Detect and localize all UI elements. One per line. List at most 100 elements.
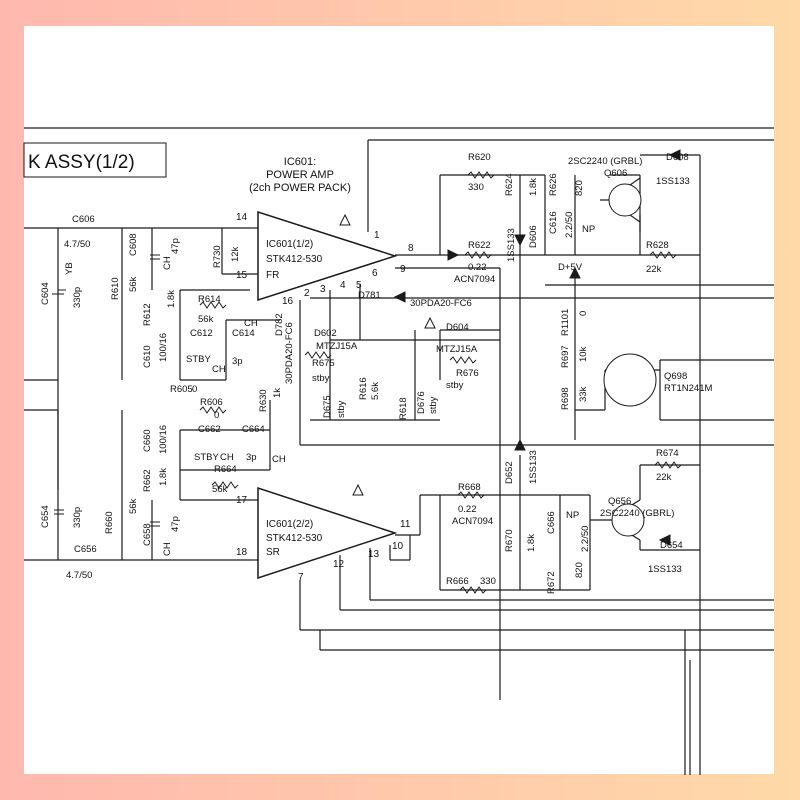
component-label: 1.8k bbox=[526, 534, 537, 552]
component-label: 100/16 bbox=[158, 333, 169, 362]
component-label: R624 bbox=[504, 173, 515, 196]
ic-pin-number: 10 bbox=[392, 541, 404, 552]
component-label: 2SC2240 (GBRL) bbox=[600, 508, 674, 519]
component-label: R610 bbox=[110, 277, 121, 300]
component-label: stby bbox=[428, 396, 439, 414]
component-label: R666 bbox=[446, 576, 469, 587]
component-label: CH bbox=[212, 364, 226, 375]
component-label: 3p bbox=[246, 452, 257, 463]
resistor-r674 bbox=[654, 461, 682, 469]
component-label: C660 bbox=[142, 429, 153, 452]
ic-pin-number: 3 bbox=[320, 284, 326, 295]
ic-header: IC601: POWER AMP (2ch POWER PACK) bbox=[249, 156, 351, 194]
component-label: 0 bbox=[192, 384, 197, 395]
component-label: D782 bbox=[274, 313, 285, 336]
ic-pin-number: 11 bbox=[400, 519, 411, 530]
ic-pin-number: 5 bbox=[356, 280, 362, 291]
resistor-r676 bbox=[449, 356, 477, 364]
component-symbols bbox=[52, 149, 682, 594]
component-label: 4.7/50 bbox=[66, 570, 92, 581]
component-label: 1SS133 bbox=[506, 228, 517, 262]
component-label: R664 bbox=[214, 464, 237, 475]
component-label: R730 bbox=[212, 245, 223, 268]
component-label: R628 bbox=[646, 240, 669, 251]
ic-pin-number: 16 bbox=[282, 296, 294, 307]
component-label: C614 bbox=[232, 328, 255, 339]
component-label: 47p bbox=[170, 516, 181, 532]
ic-header-line-1: IC601: bbox=[284, 156, 316, 168]
component-label: 22k bbox=[656, 472, 672, 483]
component-label: 5.6k bbox=[370, 382, 381, 400]
component-label: C666 bbox=[546, 511, 557, 534]
ic-pin-number: 7 bbox=[298, 572, 304, 583]
component-label: 1SS133 bbox=[528, 450, 539, 484]
resistor-r614 bbox=[199, 301, 227, 309]
component-label: 22k bbox=[646, 264, 662, 275]
component-label: C616 bbox=[548, 211, 559, 234]
ic-header-line-3: (2ch POWER PACK) bbox=[249, 182, 351, 194]
component-label: NP bbox=[566, 510, 579, 521]
component-label: 56k bbox=[128, 276, 139, 292]
component-label: 1SS133 bbox=[656, 176, 690, 187]
ic-pin-number: 15 bbox=[236, 270, 248, 281]
component-label: 820 bbox=[574, 180, 585, 196]
component-label: ACN7094 bbox=[454, 274, 495, 285]
component-label: R622 bbox=[468, 240, 491, 251]
component-label: R698 bbox=[560, 387, 571, 410]
component-label: 47p bbox=[170, 238, 181, 254]
component-label: R674 bbox=[656, 448, 679, 459]
component-label: D652 bbox=[504, 461, 515, 484]
component-label: CH bbox=[162, 256, 173, 270]
component-label: 820 bbox=[574, 562, 585, 578]
component-label: R676 bbox=[456, 368, 479, 379]
component-label: 10k bbox=[578, 346, 589, 362]
component-label: 0 bbox=[578, 311, 589, 316]
component-label: C612 bbox=[190, 328, 213, 339]
component-label: R626 bbox=[548, 173, 559, 196]
ic-pin-number: 4 bbox=[340, 280, 346, 291]
amp-upper-triangle bbox=[257, 210, 398, 302]
component-label: RT1N241M bbox=[664, 383, 712, 394]
component-label: STBY bbox=[186, 354, 211, 365]
component-label: R620 bbox=[468, 152, 491, 163]
component-label: D602 bbox=[314, 328, 337, 339]
component-label: 100/16 bbox=[158, 425, 169, 454]
resistor-r606 bbox=[199, 406, 227, 414]
page-title: K ASSY(1/2) bbox=[28, 152, 135, 173]
title-box bbox=[23, 142, 167, 178]
component-label: MTZJ15A bbox=[436, 344, 478, 355]
component-label: C604 bbox=[40, 282, 51, 305]
component-label: R605 bbox=[170, 384, 193, 395]
ic-upper-channel: FR bbox=[266, 270, 279, 281]
component-label: R618 bbox=[398, 397, 409, 420]
component-label: D606 bbox=[528, 225, 539, 248]
ic-pin-number: 17 bbox=[236, 495, 248, 506]
component-label: R668 bbox=[458, 482, 481, 493]
component-label: stby bbox=[312, 373, 330, 384]
component-label: 56k bbox=[212, 484, 228, 495]
component-label: 1SS133 bbox=[648, 564, 682, 575]
ic-lower-channel: SR bbox=[266, 547, 280, 558]
ic-pin-number: 6 bbox=[372, 268, 378, 279]
component-label: stby bbox=[336, 400, 347, 418]
component-label: 330 bbox=[468, 182, 484, 193]
component-label: 56k bbox=[128, 498, 139, 514]
component-label: D781 bbox=[358, 290, 381, 301]
component-label: 3p bbox=[232, 356, 243, 367]
amp-lower-triangle bbox=[257, 486, 398, 580]
component-label: CH bbox=[162, 542, 173, 556]
ic-pin-number: 9 bbox=[400, 264, 406, 275]
component-label: R612 bbox=[142, 303, 153, 326]
component-label: 33k bbox=[578, 386, 589, 402]
component-label: C664 bbox=[242, 424, 265, 435]
resistor-r675 bbox=[304, 351, 332, 359]
ic-lower-name: IC601(2/2) bbox=[266, 519, 313, 530]
component-label: R616 bbox=[358, 377, 369, 400]
component-label: 330 bbox=[480, 576, 496, 587]
component-label: CH bbox=[244, 318, 258, 329]
ic-lower-part: STK412-530 bbox=[266, 533, 323, 544]
ic-pin-number: 18 bbox=[236, 547, 248, 558]
component-label: STBY bbox=[194, 452, 219, 463]
